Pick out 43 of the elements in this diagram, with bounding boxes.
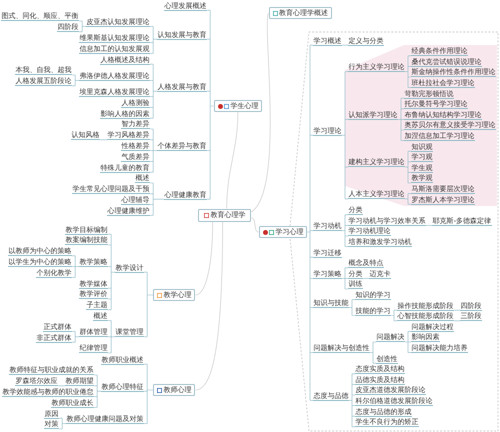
connector-line xyxy=(348,374,356,428)
topic-box xyxy=(214,100,262,112)
connector-line xyxy=(72,256,80,278)
connector-line xyxy=(306,44,314,401)
topic-box xyxy=(258,226,308,238)
connector-line xyxy=(150,182,164,216)
connector-line xyxy=(195,221,223,390)
connector-line xyxy=(404,56,412,88)
connector-line xyxy=(404,150,412,184)
connector-line xyxy=(206,10,214,200)
connector-line xyxy=(58,418,66,430)
topic-box xyxy=(268,7,332,19)
connector-line xyxy=(362,278,370,279)
connector-line xyxy=(348,299,356,316)
connector-line xyxy=(390,310,398,322)
connector-line xyxy=(404,193,412,204)
connector-line xyxy=(370,342,376,364)
connector-line xyxy=(144,364,154,424)
connector-line xyxy=(426,225,432,226)
connector-line xyxy=(454,320,460,322)
connector-line xyxy=(342,268,348,290)
connector-line xyxy=(398,98,404,141)
connector-line xyxy=(150,128,158,172)
connector-line xyxy=(108,320,116,354)
connector-line xyxy=(78,20,86,32)
connector-line xyxy=(94,374,102,408)
central-topic-box xyxy=(198,208,252,222)
connector-line xyxy=(404,331,412,353)
connector-line xyxy=(226,112,238,209)
connector-line xyxy=(72,331,80,342)
topic-box xyxy=(153,384,196,396)
connector-line xyxy=(342,71,348,200)
topic-box xyxy=(153,289,196,301)
connector-line xyxy=(342,214,348,247)
connector-line xyxy=(251,218,259,232)
connector-line xyxy=(108,234,116,310)
connector-line xyxy=(150,26,158,54)
connector-line xyxy=(150,64,158,118)
connector-line xyxy=(144,272,154,338)
connector-line xyxy=(251,12,270,212)
connector-line xyxy=(342,44,348,46)
connector-line xyxy=(195,221,213,296)
connector-line xyxy=(72,74,80,86)
